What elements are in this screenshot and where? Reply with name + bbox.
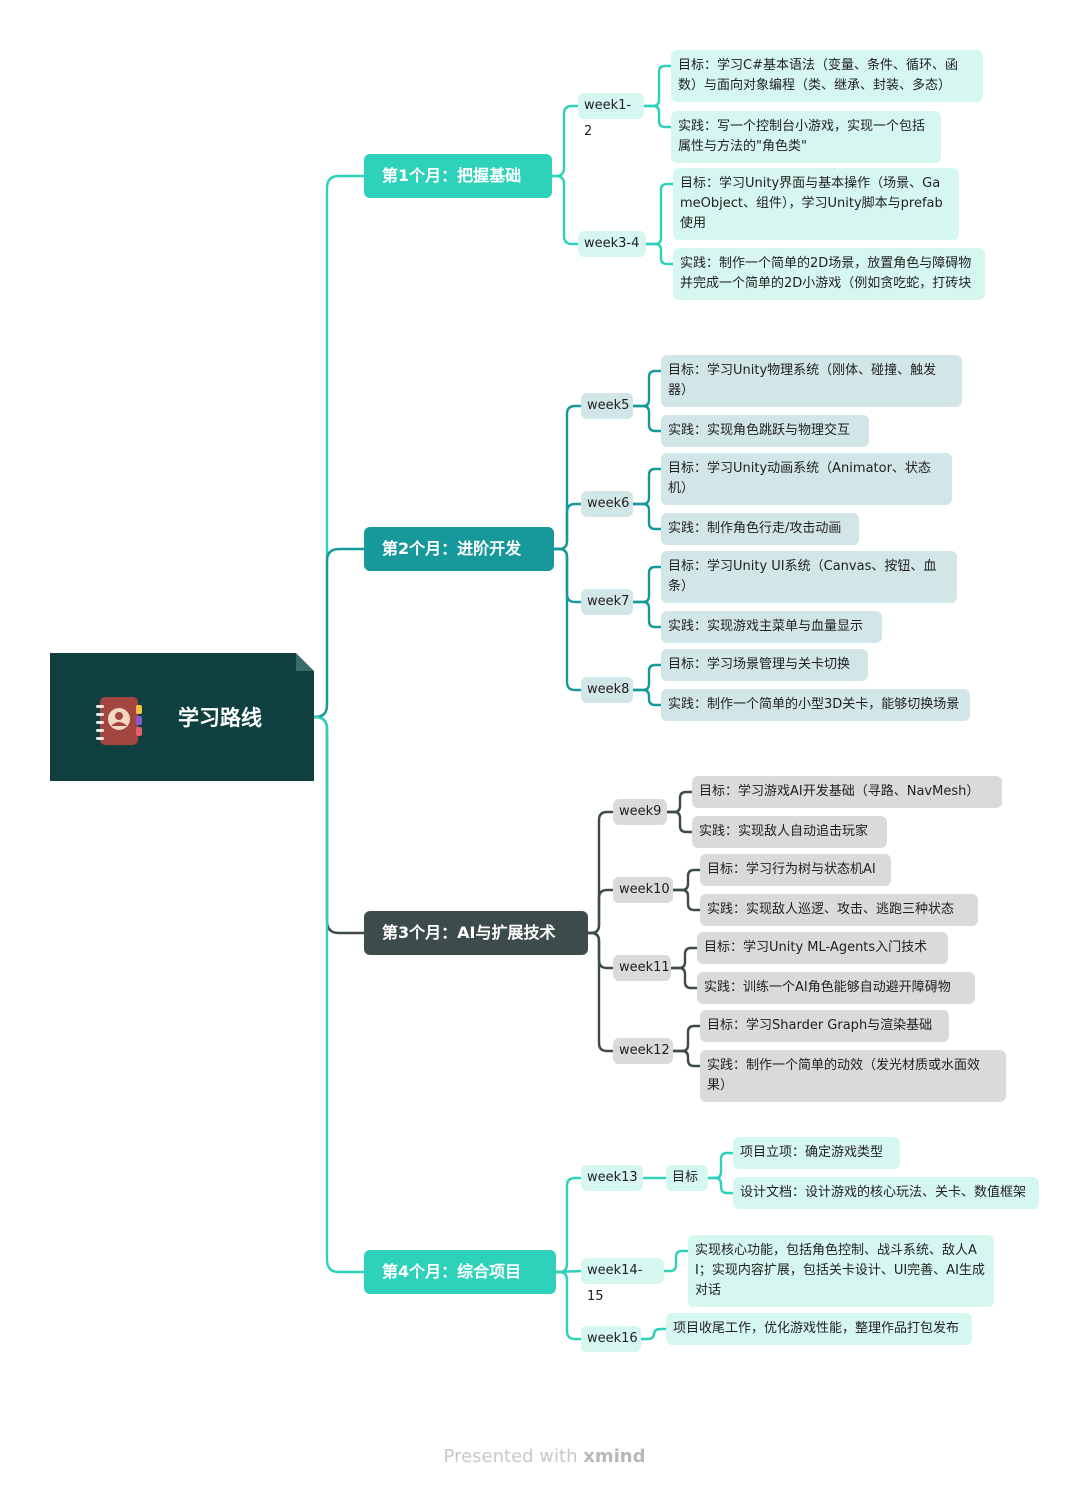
leaf-topic[interactable]: 目标：学习场景管理与关卡切换 (661, 649, 868, 681)
week-topic[interactable]: week1-2 (578, 93, 644, 139)
connector-week-item (642, 64, 673, 108)
leaf-topic[interactable]: 项目收尾工作，优化游戏性能，整理作品打包发布 (666, 1313, 972, 1345)
leaf-topic[interactable]: 实践：实现敌人自动追击玩家 (692, 816, 887, 848)
connector-week-item (669, 946, 699, 970)
notebook-contact-icon (96, 697, 142, 745)
leaf-topic[interactable]: 目标：学习Sharder Graph与渲染基础 (700, 1010, 949, 1042)
connector-week-item (631, 404, 663, 433)
connector-week-item (631, 369, 663, 408)
week-topic[interactable]: week5 (581, 393, 633, 419)
leaf-topic[interactable]: 目标：学习行为树与状态机AI (700, 854, 891, 886)
week-topic[interactable]: week16 (581, 1326, 641, 1352)
leaf-topic[interactable]: 实践：实现敌人巡逻、攻击、逃跑三种状态 (700, 894, 978, 926)
leaf-topic[interactable]: 实践：实现角色跳跃与物理交互 (661, 415, 869, 447)
connector-month-week (586, 931, 615, 970)
week-topic[interactable]: week9 (613, 799, 667, 825)
connector-month-week (586, 888, 615, 935)
connector-week-item (642, 104, 673, 129)
connector-week-item (631, 663, 663, 692)
connector-week-item (644, 242, 675, 266)
leaf-topic[interactable]: 目标：学习Unity界面与基本操作（场景、GameObject、组件），学习Un… (673, 168, 959, 240)
week-topic[interactable]: week13 (581, 1165, 643, 1191)
footer-credit: Presented with xmind (0, 1446, 1089, 1467)
leaf-topic[interactable]: 实现核心功能，包括角色控制、战斗系统、敌人AI；实现内容扩展，包括关卡设计、UI… (688, 1235, 994, 1307)
connector-root-month-4 (312, 715, 366, 1274)
leaf-topic[interactable]: 实践：写一个控制台小游戏，实现一个包括属性与方法的"角色类" (671, 111, 941, 163)
week-topic[interactable]: week12 (613, 1038, 673, 1064)
connector-week-item (631, 502, 663, 531)
connector-week-item (706, 1151, 735, 1180)
month-topic-1[interactable]: 第1个月：把握基础 (364, 154, 552, 198)
week-topic[interactable]: week14-15 (581, 1258, 664, 1304)
week-topic[interactable]: week8 (581, 677, 633, 703)
week-topic[interactable]: week10 (613, 877, 673, 903)
leaf-topic[interactable]: 目标：学习Unity UI系统（Canvas、按钮、血条） (661, 551, 957, 603)
connector-week-item (671, 888, 702, 912)
leaf-topic[interactable]: 实践：制作一个简单的2D场景，放置角色与障碍物并完成一个简单的2D小游戏（例如贪… (673, 248, 985, 300)
connector-month-week (554, 1270, 583, 1341)
root-corner-fold (296, 653, 314, 671)
connector-month-week (552, 502, 583, 551)
connector-month-week (552, 547, 583, 692)
connector-week-item (644, 182, 675, 246)
connector-week-item (671, 868, 702, 892)
footer-prefix: Presented with (443, 1446, 578, 1467)
connector-week-item (669, 966, 699, 990)
connector-month-week (554, 1176, 583, 1274)
leaf-topic[interactable]: 目标：学习Unity ML-Agents入门技术 (697, 932, 948, 964)
month-topic-4[interactable]: 第4个月：综合项目 (364, 1250, 556, 1294)
connector-month-week (550, 174, 580, 246)
week-topic[interactable]: week7 (581, 589, 633, 615)
leaf-topic[interactable]: 目标：学习C#基本语法（变量、条件、循环、函数）与面向对象编程（类、继承、封装、… (671, 50, 983, 102)
connector-week-item (671, 1049, 702, 1068)
connector-week-item (662, 1249, 690, 1273)
connector-root-month-2 (312, 547, 366, 719)
leaf-topic[interactable]: 设计文档：设计游戏的核心玩法、关卡、数值框架 (733, 1177, 1039, 1209)
leaf-topic[interactable]: 实践：实现游戏主菜单与血量显示 (661, 611, 882, 643)
subtopic-goal[interactable]: 目标 (666, 1165, 708, 1191)
leaf-topic[interactable]: 实践：训练一个AI角色能够自动避开障碍物 (697, 972, 975, 1004)
connector-week-item (665, 810, 694, 834)
connector-week-item (631, 688, 663, 707)
connector-week-item (671, 1024, 702, 1053)
root-topic[interactable]: 学习路线 (50, 653, 314, 781)
leaf-topic[interactable]: 实践：制作一个简单的小型3D关卡，能够切换场景 (661, 689, 970, 721)
connector-week-item (665, 790, 694, 814)
leaf-topic[interactable]: 实践：制作角色行走/攻击动画 (661, 513, 859, 545)
connector-root-month-3 (312, 715, 366, 935)
week-topic[interactable]: week3-4 (578, 231, 646, 257)
leaf-topic[interactable]: 实践：制作一个简单的动效（发光材质或水面效果） (700, 1050, 1006, 1102)
connector-week-item (631, 600, 663, 629)
leaf-topic[interactable]: 目标：学习Unity物理系统（刚体、碰撞、触发器） (661, 355, 962, 407)
month-topic-3[interactable]: 第3个月：AI与扩展技术 (364, 911, 588, 955)
month-topic-2[interactable]: 第2个月：进阶开发 (364, 527, 554, 571)
footer-brand: xmind (583, 1446, 646, 1467)
connector-month-week (586, 931, 615, 1053)
connector-week-item (706, 1176, 735, 1195)
leaf-topic[interactable]: 目标：学习Unity动画系统（Animator、状态机） (661, 453, 952, 505)
connector-week-item (631, 565, 663, 604)
leaf-topic[interactable]: 目标：学习游戏AI开发基础（寻路、NavMesh） (692, 776, 1002, 808)
week-topic[interactable]: week11 (613, 955, 671, 981)
connector-week-item (639, 1327, 668, 1341)
connector-month-week (586, 810, 615, 935)
connector-month-week (550, 104, 580, 178)
leaf-topic[interactable]: 项目立项：确定游戏类型 (733, 1137, 900, 1169)
connector-week-item (631, 467, 663, 506)
connector-root-month-1 (312, 174, 366, 719)
root-title: 学习路线 (178, 706, 262, 730)
week-topic[interactable]: week6 (581, 491, 633, 517)
